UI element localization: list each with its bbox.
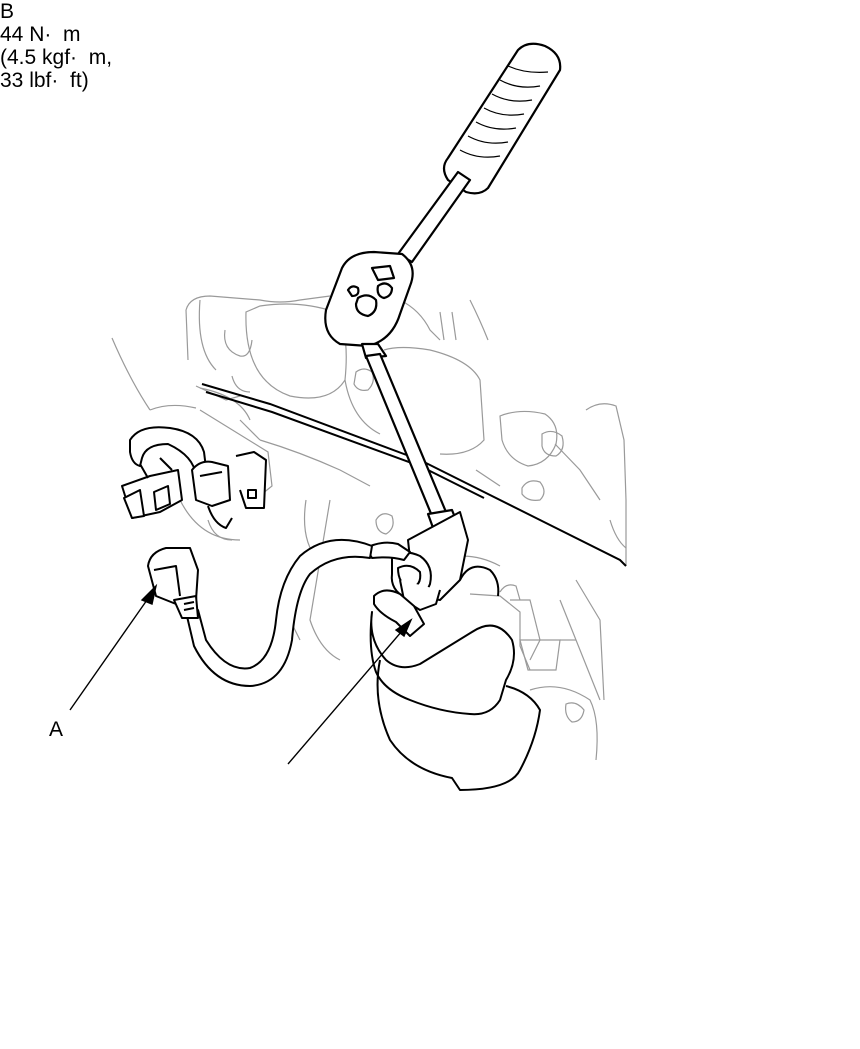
- ratchet-wrench-icon: [324, 42, 562, 538]
- callout-a-label: A: [49, 718, 64, 741]
- torque-spec-lbf: 33 lbf· ft): [0, 69, 89, 92]
- torque-spec-kgf: (4.5 kgf· m,: [0, 46, 113, 69]
- torque-spec-nm: 44 N· m: [0, 23, 81, 46]
- upper-connector-assembly: [121, 426, 267, 529]
- engine-cover-edge: [201, 383, 627, 567]
- callout-b-leader: [287, 618, 413, 765]
- callout-a-leader: [69, 583, 158, 711]
- callout-b-label: B: [0, 0, 15, 23]
- wire-harness-connector-icon: [147, 539, 373, 687]
- callout-b-text-block: B 44 N· m (4.5 kgf· m, 33 lbf· ft): [0, 0, 860, 92]
- oxygen-sensor-socket-icon: [365, 511, 541, 791]
